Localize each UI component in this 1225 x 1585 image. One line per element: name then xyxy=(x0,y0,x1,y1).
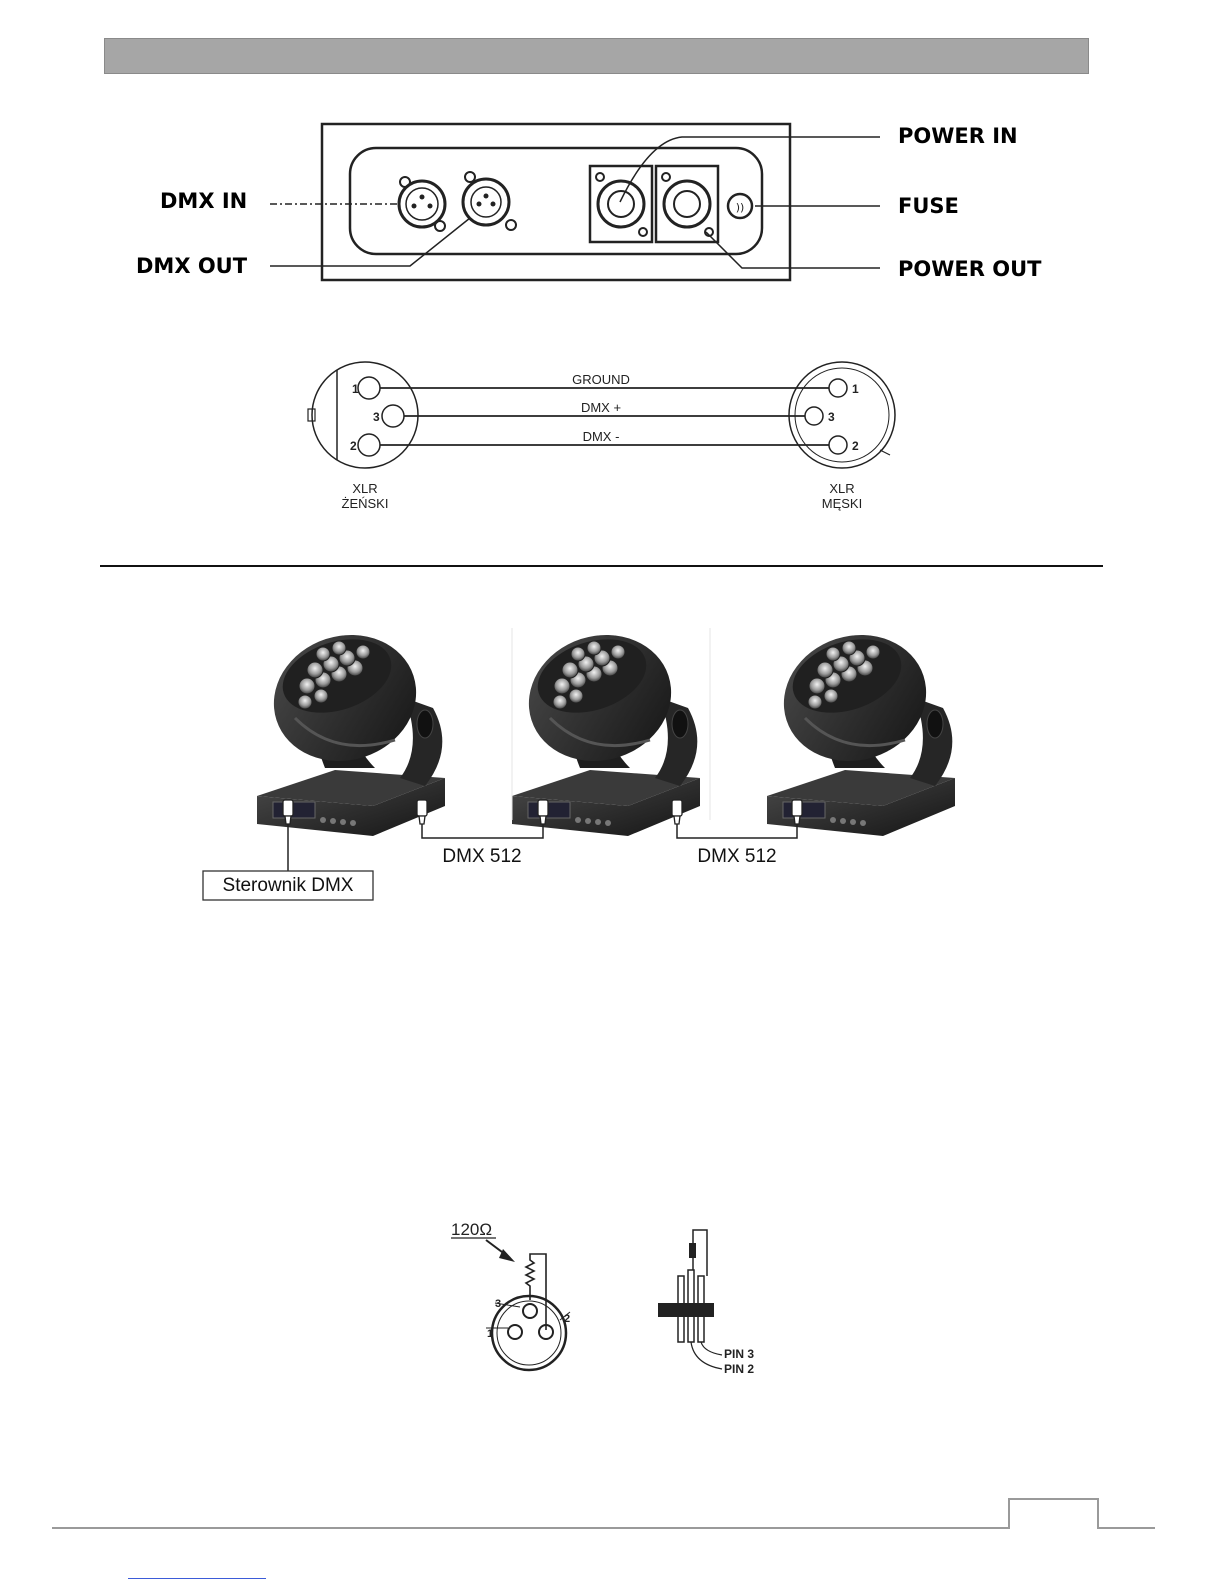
pin3-label: PIN 3 xyxy=(724,1347,754,1361)
footer-line xyxy=(52,1527,1009,1529)
footer-line-right xyxy=(1099,1527,1155,1529)
resistor-value: 120Ω xyxy=(451,1220,492,1239)
pin2-label: PIN 2 xyxy=(724,1362,754,1376)
terminator-pin1: 1 xyxy=(487,1328,493,1340)
page-number-tab xyxy=(1008,1498,1099,1529)
terminator-pin2: 2 xyxy=(564,1313,570,1325)
footer-link-underline xyxy=(128,1578,266,1579)
dmx-terminator-diagram: 3 1 2 120Ω PIN 3 PIN 2 xyxy=(0,0,1225,1400)
terminator-pin3: 3 xyxy=(495,1298,501,1310)
